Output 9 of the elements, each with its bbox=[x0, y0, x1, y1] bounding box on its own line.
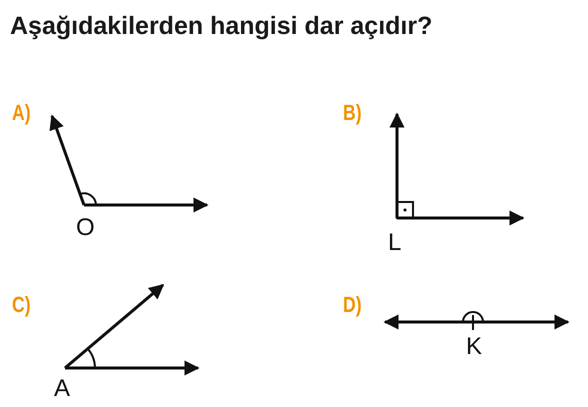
vertex-label: O bbox=[76, 214, 95, 242]
option-letter: B) bbox=[343, 100, 362, 126]
vertex-label: L bbox=[388, 229, 402, 257]
vertex-label: K bbox=[466, 333, 482, 361]
option-letter: D) bbox=[343, 292, 362, 318]
vertex-label: A bbox=[54, 375, 70, 403]
question-title: Aşağıdakilerden hangisi dar açıdır? bbox=[10, 12, 432, 41]
option-letter: A) bbox=[12, 100, 31, 126]
option-letter: C) bbox=[12, 292, 31, 318]
